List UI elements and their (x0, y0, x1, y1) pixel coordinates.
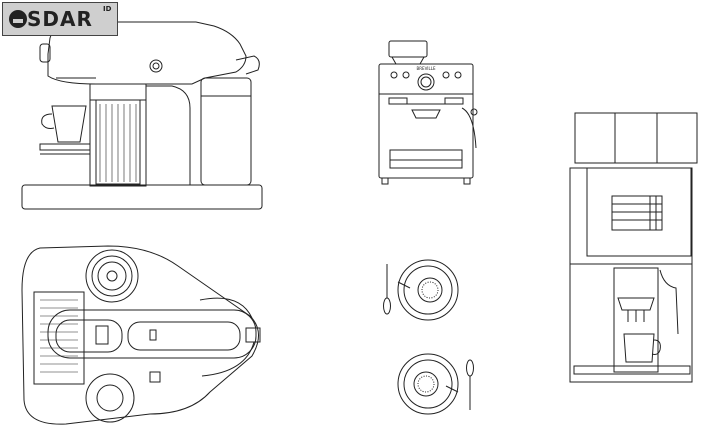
display-keypad (612, 196, 662, 230)
logo-text: SDAR (27, 7, 93, 31)
coffee-cup-top-2 (398, 354, 474, 414)
machine-side-elevation (22, 22, 262, 209)
brand-logo: SDAR ID (2, 2, 118, 36)
logo-mark-icon (9, 10, 27, 28)
bean-to-cup-machine (570, 113, 697, 382)
espresso-machine-front: BREVILLE (379, 41, 477, 184)
logo-suffix: ID (103, 5, 112, 13)
machine-brand-label: BREVILLE (417, 66, 436, 71)
coffee-cup-top-1 (384, 260, 459, 320)
machine-plan-view (22, 246, 260, 424)
